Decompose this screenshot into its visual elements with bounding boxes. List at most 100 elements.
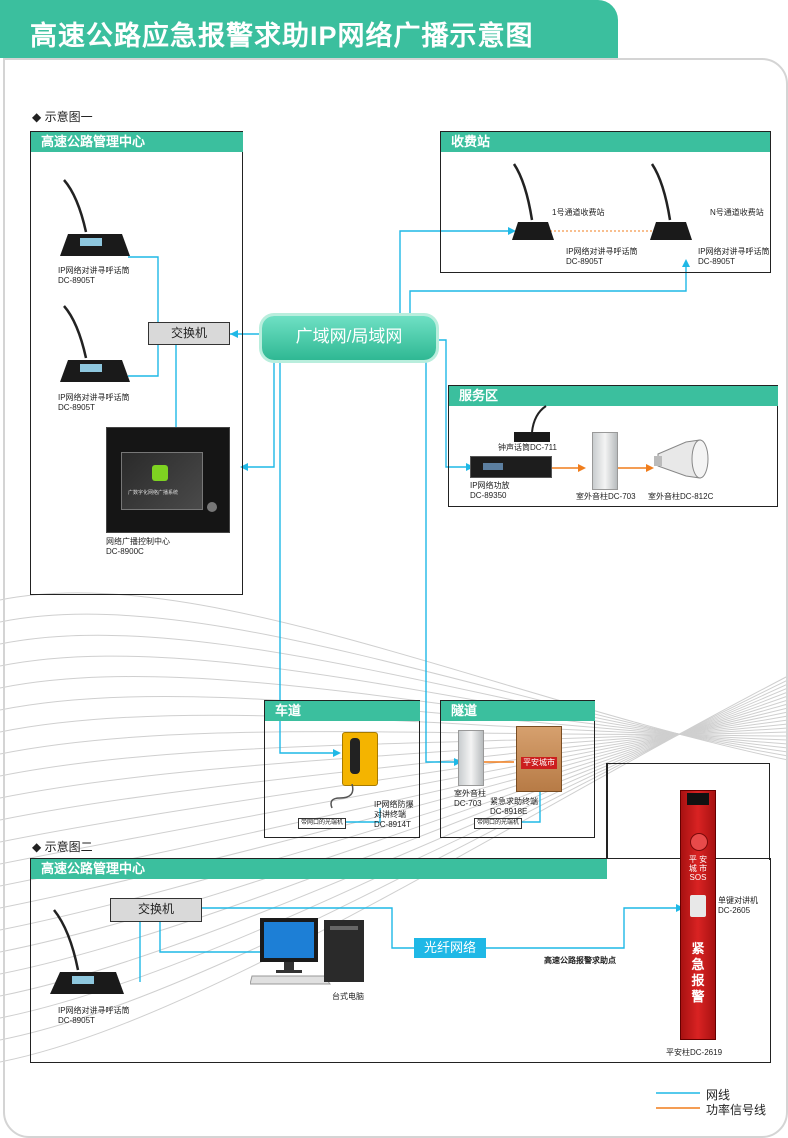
panel-tunnel-header: 隧道: [441, 701, 595, 721]
panel-lane-header: 车道: [265, 701, 420, 721]
lane-fiber-tag: 带网口的光端机: [298, 818, 347, 829]
control-model: DC-8900C: [106, 547, 144, 556]
lane-phone-name2: 对讲终端: [374, 810, 406, 819]
mic1-model: DC-8905T: [58, 276, 95, 285]
panel-center1: [30, 131, 243, 595]
help-point-label: 高速公路报警求助点: [544, 956, 616, 965]
emergency-pillar: 平 安 城 市 SOS 紧 急 报 警: [680, 790, 716, 1040]
intercom-model: DC-2605: [718, 906, 751, 915]
pillar-frame-ext-left: [606, 763, 608, 859]
paging-mic-icon: [50, 909, 124, 994]
toll1-name: 1号通道收费站: [552, 208, 605, 217]
wave-line: [0, 695, 788, 953]
legend-network: 网线: [706, 1088, 731, 1102]
tunnel-fiber-tag: 带网口的光端机: [474, 818, 523, 829]
handset: [350, 738, 360, 774]
desktop-computer-icon: [250, 918, 364, 985]
tunnel-terminal-model: DC-8918E: [490, 807, 528, 816]
switch-1: 交换机: [148, 322, 230, 345]
panel-tunnel: [440, 700, 595, 838]
wave-line: [0, 613, 788, 757]
section1-label-text: 示意图一: [44, 110, 93, 124]
paging-mic-icon: [60, 179, 130, 256]
intercom-panel-icon: [690, 895, 706, 917]
amplifier-icon: [470, 456, 552, 478]
mic3-name: IP网络对讲寻呼话筒: [58, 1006, 130, 1015]
emergency-phone-icon: [342, 732, 378, 786]
mic2-model: DC-8905T: [58, 403, 95, 412]
pillar-top-line2: 城 市: [688, 864, 708, 873]
tunnel-speaker-name: 室外音柱: [454, 789, 486, 798]
toll1-mic-name: IP网络对讲寻呼话筒: [566, 247, 638, 256]
horn-speaker-icon: [654, 439, 709, 479]
panel-service-header: 服务区: [449, 386, 778, 406]
bell-mic-caption: 钟声话筒DC-711: [498, 443, 557, 452]
toll1-mic-model: DC-8905T: [566, 257, 603, 266]
pillar-top-line3: SOS: [689, 873, 707, 882]
amp-model: DC-89350: [470, 491, 507, 500]
mic1-name: IP网络对讲寻呼话筒: [58, 266, 130, 275]
title-banner: 高速公路应急报警求助IP网络广播示意图: [0, 0, 618, 58]
control-center-device: 广数字化网络广播系统: [106, 427, 230, 533]
intercom-name: 单键对讲机: [718, 896, 758, 905]
legend-power: 功率信号线: [706, 1103, 767, 1117]
pillar-top-line1: 平 安: [688, 855, 708, 864]
wave-line: [0, 711, 788, 865]
tunnel-speaker-icon: [458, 730, 484, 786]
control-screen: 广数字化网络广播系统: [121, 452, 203, 510]
amp-display: [483, 463, 503, 470]
pillar-caption: 平安柱DC-2619: [666, 1048, 723, 1057]
bell-mic-icon: [514, 405, 550, 442]
pillar-frame-ext: [607, 763, 770, 860]
paging-mic-icon: [60, 305, 130, 382]
amp-name: IP网络功放: [470, 481, 510, 490]
mic3-model: DC-8905T: [58, 1016, 95, 1025]
control-screen-text: 广数字化网络广播系统: [128, 490, 179, 496]
horn-speaker-caption: 室外音柱DC-812C: [648, 492, 714, 501]
pillar-top-cap: [687, 793, 709, 805]
terminal-screen: 平安城市: [521, 757, 557, 769]
section1-label: ◆ 示意图一: [32, 110, 93, 124]
page-title: 高速公路应急报警求助IP网络广播示意图: [30, 21, 534, 51]
mic2-name: IP网络对讲寻呼话筒: [58, 393, 130, 402]
pillar-bottom-2: 急: [691, 957, 705, 972]
phone-cord-icon: [330, 784, 354, 809]
pillar-label-bottom: 紧 急 报 警: [681, 941, 715, 1005]
column-speaker-caption: 室外音柱DC-703: [576, 492, 636, 501]
control-name: 网络广播控制中心: [106, 537, 170, 546]
tunnel-speaker-model: DC-703: [454, 799, 482, 808]
power-knob-icon: [207, 502, 217, 512]
pillar-bottom-3: 报: [691, 973, 705, 988]
pillar-bottom-4: 警: [691, 989, 705, 1004]
section2-label-text: 示意图二: [44, 840, 93, 854]
tollN-name: N号通道收费站: [710, 208, 764, 217]
lane-phone-name1: IP网络防爆: [374, 800, 414, 809]
wave-line: [0, 731, 788, 755]
wave-line: [0, 634, 788, 753]
panel-center2-header: 高速公路管理中心: [31, 859, 607, 879]
fiber-network: 光纤网络: [414, 938, 486, 958]
help-terminal-icon: 平安城市: [516, 726, 562, 792]
tunnel-terminal-name: 紧急求助终端: [490, 797, 538, 806]
logo-icon: [152, 465, 168, 481]
wave-line: [0, 679, 788, 1041]
tollN-mic-model: DC-8905T: [698, 257, 735, 266]
panel-center1-header: 高速公路管理中心: [31, 132, 243, 152]
lane-phone-model: DC-8914T: [374, 820, 411, 829]
panel-toll-header: 收费站: [441, 132, 770, 152]
column-speaker-icon: [592, 432, 618, 490]
wave-line: [0, 676, 788, 745]
switch-2: 交换机: [110, 898, 202, 922]
network-cloud: 广域网/局域网: [262, 316, 436, 360]
